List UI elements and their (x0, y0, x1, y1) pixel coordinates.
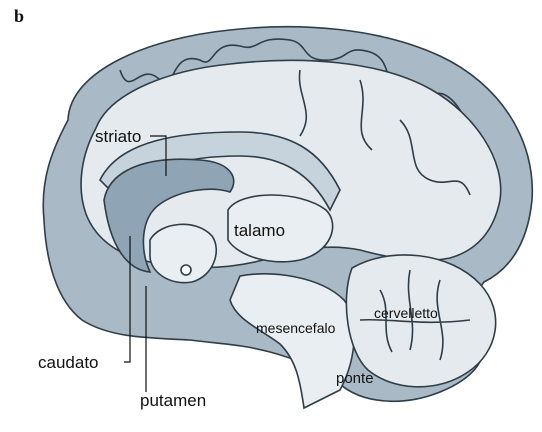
small-nucleus (181, 265, 191, 275)
label-putamen: putamen (140, 391, 206, 410)
label-cervelletto: cervelletto (374, 305, 438, 321)
label-caudato: caudato (38, 353, 99, 372)
panel-letter: b (14, 6, 24, 26)
label-mesencefalo: mesencefalo (256, 320, 336, 336)
label-striato: striato (95, 127, 141, 146)
label-ponte: ponte (336, 370, 374, 387)
label-talamo: talamo (234, 221, 285, 240)
